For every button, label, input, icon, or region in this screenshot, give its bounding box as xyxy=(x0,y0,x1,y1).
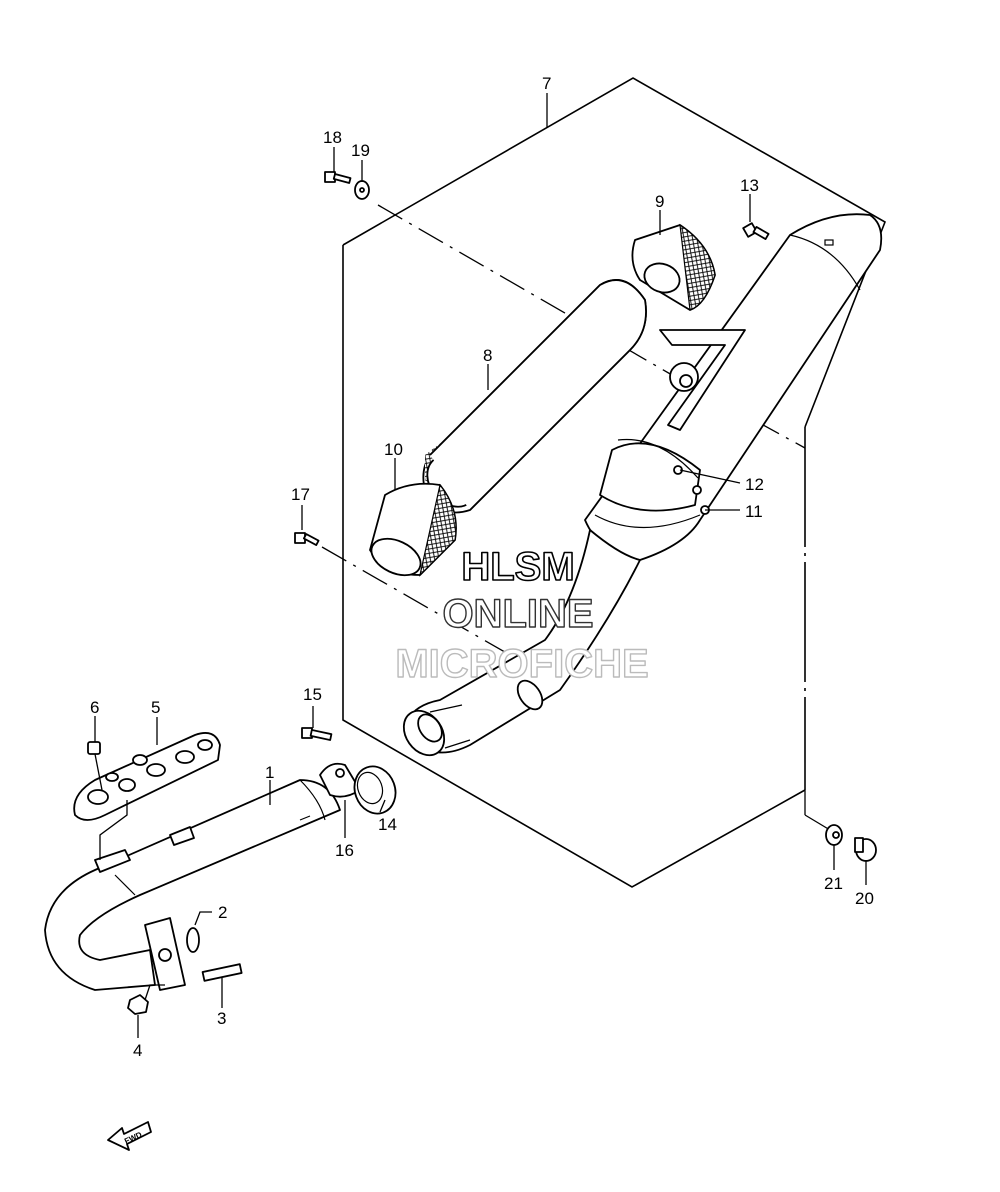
callout-19: 19 xyxy=(351,141,370,160)
exhaust-pipe-part-1 xyxy=(44,779,341,991)
callout-2: 2 xyxy=(218,903,227,922)
muffler-body xyxy=(584,213,883,561)
watermark-line-2: ONLINE xyxy=(442,592,593,636)
watermark: HLSM ONLINE MICROFICHE xyxy=(395,544,650,687)
callout-10: 10 xyxy=(384,440,403,459)
callout-6: 6 xyxy=(90,698,99,717)
watermark-line-1: HLSM xyxy=(461,545,574,589)
callout-14: 14 xyxy=(378,815,397,834)
callout-16: 16 xyxy=(335,841,354,860)
heat-guard-part-5 xyxy=(73,732,221,821)
forward-direction-arrow: FWD xyxy=(107,1121,152,1151)
watermark-line-3: MICROFICHE xyxy=(395,642,648,686)
muffler-mid-pipe xyxy=(402,529,641,757)
callout-7: 7 xyxy=(542,74,551,93)
callout-17: 17 xyxy=(291,485,310,504)
end-cap-part-9 xyxy=(631,223,716,311)
callout-labels: 1 2 3 4 5 6 7 8 9 10 11 12 13 14 15 16 1… xyxy=(90,74,874,1060)
callout-1: 1 xyxy=(265,763,274,782)
callout-9: 9 xyxy=(655,192,664,211)
callout-20: 20 xyxy=(855,889,874,908)
callout-15: 15 xyxy=(303,685,322,704)
front-cap-part-10 xyxy=(369,482,457,577)
callout-13: 13 xyxy=(740,176,759,195)
muffler-packing-part-8 xyxy=(422,279,647,514)
callout-11: 11 xyxy=(745,502,763,521)
callout-21: 21 xyxy=(824,874,843,893)
leader-lines xyxy=(94,93,867,1038)
callout-5: 5 xyxy=(151,698,160,717)
hardware-parts xyxy=(87,171,877,1015)
muffler-assembly-frame xyxy=(342,77,886,888)
callout-18: 18 xyxy=(323,128,342,147)
callout-4: 4 xyxy=(133,1041,142,1060)
callout-12: 12 xyxy=(745,475,764,494)
callout-3: 3 xyxy=(217,1009,226,1028)
callout-8: 8 xyxy=(483,346,492,365)
